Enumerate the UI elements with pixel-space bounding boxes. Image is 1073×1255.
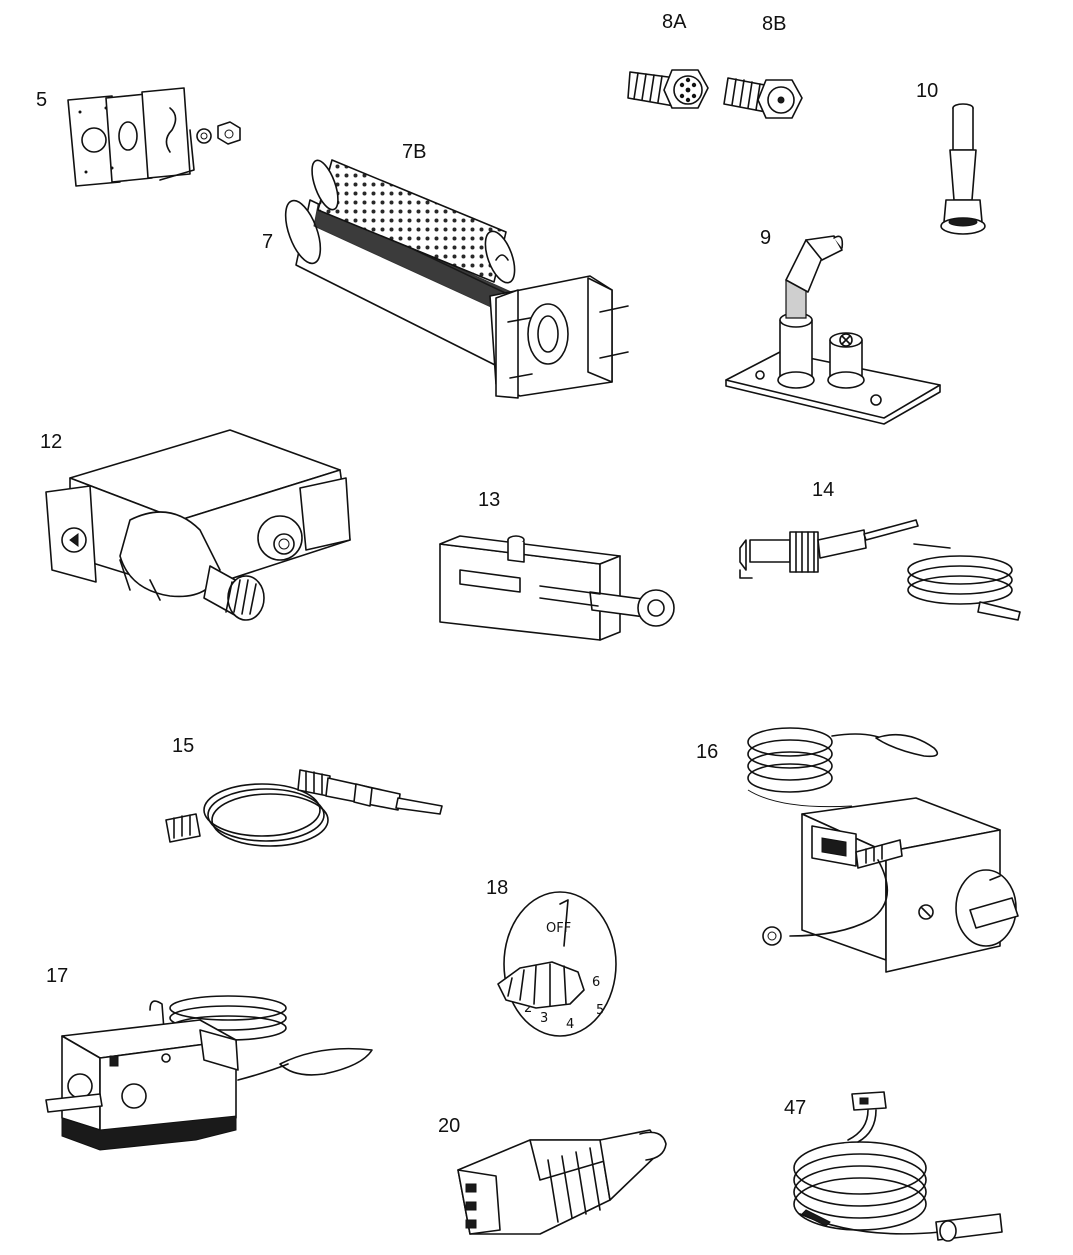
label-part-13: 13 (478, 489, 500, 511)
part-47-temperature-sensor (794, 1092, 1002, 1241)
part-7-burner (279, 196, 628, 398)
label-part-18: 18 (486, 877, 508, 899)
part-9-pilot-bracket (726, 236, 940, 424)
label-part-8b: 8B (762, 13, 786, 35)
label-part-17: 17 (46, 965, 68, 987)
dial-label-4: 4 (566, 1017, 574, 1032)
dial-label-off: OFF (546, 921, 571, 936)
part-14-thermocouple (740, 520, 1020, 620)
part-13-pilot-bracket (440, 536, 674, 640)
label-part-7b: 7B (402, 141, 426, 163)
part-8b-orifice (724, 78, 802, 118)
label-part-20: 20 (438, 1115, 460, 1137)
dial-label-5: 5 (596, 1003, 604, 1018)
part-10-pilot-tube (941, 104, 985, 234)
dial-label-2: 2 (524, 1001, 532, 1016)
dial-label-6: 6 (592, 975, 600, 990)
part-20-power-connector (458, 1130, 666, 1234)
label-part-9: 9 (760, 227, 771, 249)
label-part-47: 47 (784, 1097, 806, 1119)
label-part-5: 5 (36, 89, 47, 111)
label-part-8a: 8A (662, 11, 687, 33)
part-15-thermocouple (166, 770, 442, 846)
part-17-thermostat (46, 996, 372, 1150)
label-part-10: 10 (916, 80, 938, 102)
part-16-thermostat-control (748, 728, 1018, 972)
part-12-gas-valve (46, 430, 350, 620)
part-8a-orifice (628, 70, 708, 108)
part-18-control-knob: OFF 6 5 4 3 2 1 (498, 892, 616, 1036)
part-5-gasket-set (68, 88, 240, 186)
label-part-12: 12 (40, 431, 62, 453)
part-labels: 5 7 7B 8A 8B 9 10 12 13 14 15 16 17 18 2… (36, 11, 938, 1137)
part-7b-burner-screen (307, 157, 521, 286)
label-part-14: 14 (812, 479, 834, 501)
dial-label-3: 3 (540, 1011, 548, 1026)
label-part-7: 7 (262, 231, 273, 253)
label-part-16: 16 (696, 741, 718, 763)
label-part-15: 15 (172, 735, 194, 757)
